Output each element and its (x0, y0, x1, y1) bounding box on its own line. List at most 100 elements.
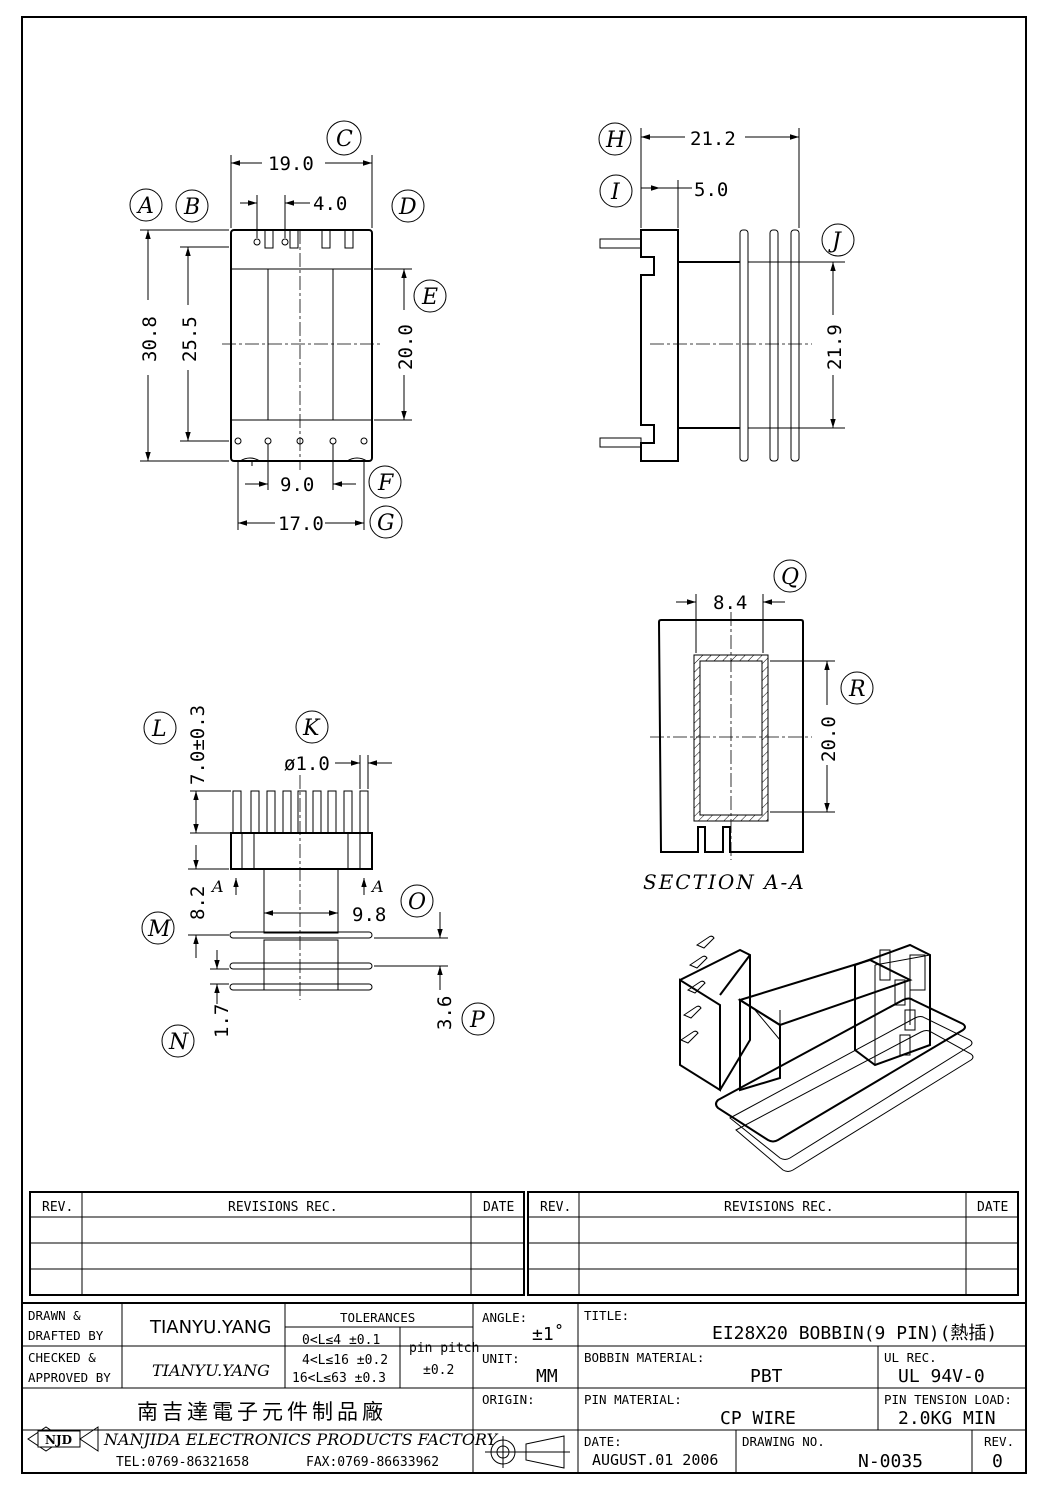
balloon-m: M (141, 911, 175, 945)
dim-l: 7.0±0.3 (187, 705, 209, 785)
balloon-i: I (599, 174, 633, 208)
date-value: AUGUST.01 2006 (592, 1451, 718, 1469)
ul-rec-value: UL 94V-0 (898, 1366, 985, 1387)
projection-symbol (485, 1435, 570, 1469)
dim-r: 20.0 (818, 716, 840, 762)
svg-text:B: B (183, 195, 200, 220)
balloon-p: P (461, 1002, 495, 1036)
dim-k: ø1.0 (284, 753, 330, 775)
unit-label: UNIT: (482, 1351, 520, 1366)
tolerance-2: 4<L≤16 ±0.2 (302, 1353, 388, 1368)
dim-p: 3.6 (434, 996, 456, 1030)
front-view: A A 7.0±0.3 ø1.0 8.2 9.8 1.7 3.6 (141, 705, 495, 1058)
angle-label: ANGLE: (482, 1310, 527, 1325)
company-name-en: NANJIDA ELECTRONICS PRODUCTS FACTORY (103, 1430, 498, 1449)
balloon-c: C (326, 120, 362, 156)
top-view-window (267, 268, 334, 421)
svg-text:E: E (421, 285, 438, 310)
balloon-l: L (143, 711, 177, 745)
section-view: 8.4 20.0 Q R SECTION A-A (643, 559, 874, 894)
balloon-b: B (175, 189, 209, 223)
balloon-h: H (598, 122, 632, 156)
svg-text:L: L (151, 717, 167, 742)
balloon-a: A (129, 188, 163, 222)
balloon-n: N (161, 1024, 195, 1058)
company-logo: NJD (27, 1426, 99, 1452)
svg-text:C: C (336, 127, 353, 152)
revisions-header-2: REVISIONS REC. (724, 1200, 834, 1215)
company-fax: FAX:0769-86633962 (306, 1455, 439, 1470)
pin-material-label: PIN MATERIAL: (584, 1392, 682, 1407)
date-label: DATE: (584, 1434, 622, 1449)
svg-text:J: J (828, 229, 842, 254)
balloon-r: R (840, 671, 874, 705)
drawing-no-value: N-0035 (858, 1451, 923, 1472)
isometric-view (679, 935, 974, 1172)
svg-text:P: P (469, 1008, 486, 1033)
dim-i: 5.0 (694, 179, 728, 201)
dim-n: 1.7 (211, 1004, 233, 1038)
balloon-f: F (368, 465, 402, 499)
svg-text:Q: Q (781, 565, 799, 590)
dim-e: 20.0 (395, 324, 417, 370)
balloon-e: E (413, 279, 447, 313)
checked-label-2: APPROVED BY (28, 1370, 111, 1385)
pin-pitch-label: pin pitch (409, 1341, 479, 1356)
unit-value: MM (536, 1366, 558, 1387)
pin-tension-label: PIN TENSION LOAD: (884, 1392, 1012, 1407)
balloon-j: J (821, 223, 855, 257)
side-view: 21.2 5.0 21.9 H I J (598, 122, 855, 462)
svg-text:I: I (610, 180, 621, 205)
checked-value: TIANYU.YANG (152, 1361, 270, 1380)
svg-text:D: D (398, 195, 417, 220)
svg-text:F: F (377, 471, 394, 496)
title-block: DRAWN & DRAFTED BY TIANYU.YANG CHECKED &… (21, 1302, 1027, 1474)
rev-header-2: REV. (540, 1200, 571, 1215)
ul-rec-label: UL REC. (884, 1350, 937, 1365)
dim-f: 9.0 (280, 474, 314, 496)
drawing-no-label: DRAWING NO. (742, 1434, 825, 1449)
company-tel: TEL:0769-86321658 (116, 1455, 249, 1470)
dim-m: 8.2 (187, 886, 209, 920)
rev-header-1: REV. (42, 1200, 73, 1215)
dim-h: 21.2 (690, 128, 736, 150)
top-view-body (230, 229, 373, 462)
dim-d: 4.0 (313, 193, 347, 215)
dim-g: 17.0 (278, 513, 324, 535)
svg-text:N: N (168, 1030, 189, 1055)
date-header-1: DATE (483, 1200, 514, 1215)
revisions-table: REV. REVISIONS REC. DATE REV. REVISIONS … (29, 1191, 1019, 1296)
drawn-label-2: DRAFTED BY (28, 1328, 104, 1343)
pin-pitch-value: ±0.2 (423, 1363, 454, 1378)
drawn-value: TIANYU.YANG (149, 1317, 271, 1338)
date-header-2: DATE (977, 1200, 1008, 1215)
balloon-d: D (391, 189, 425, 223)
dim-c: 19.0 (268, 153, 314, 175)
svg-text:K: K (302, 716, 321, 741)
svg-text:R: R (848, 677, 866, 702)
balloon-k: K (295, 710, 329, 744)
origin-label: ORIGIN: (482, 1392, 535, 1407)
balloon-q: Q (773, 559, 807, 593)
section-mark-right: A (370, 877, 384, 896)
title-label: TITLE: (584, 1308, 629, 1323)
dim-o: 9.8 (352, 904, 386, 926)
tolerance-1: 0<L≤4 ±0.1 (302, 1333, 380, 1348)
pin-tension-value: 2.0KG MIN (898, 1408, 996, 1429)
rev-label: REV. (984, 1434, 1014, 1449)
svg-text:NJD: NJD (45, 1433, 72, 1447)
balloon-g: G (369, 505, 403, 539)
dim-a: 30.8 (139, 316, 161, 362)
angle-value: ±1˚ (532, 1324, 565, 1345)
svg-text:O: O (408, 890, 426, 915)
balloon-o: O (400, 884, 434, 918)
dim-j: 21.9 (824, 324, 846, 370)
section-mark-left: A (210, 877, 224, 896)
top-view: 19.0 4.0 30.8 25.5 20.0 9.0 (129, 120, 447, 539)
section-caption: SECTION A-A (643, 870, 806, 894)
checked-label-1: CHECKED & (28, 1350, 96, 1365)
bobbin-material-label: BOBBIN MATERIAL: (584, 1350, 704, 1365)
bobbin-material-value: PBT (750, 1366, 783, 1387)
drawn-label-1: DRAWN & (28, 1308, 81, 1323)
